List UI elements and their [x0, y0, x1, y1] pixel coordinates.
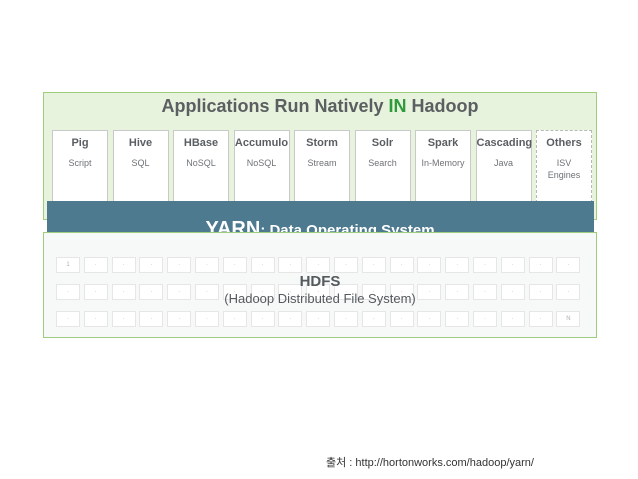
hdfs-node-cell: · [56, 284, 80, 300]
hdfs-node-cell: · [139, 257, 164, 273]
hdfs-node-cell: · [306, 311, 331, 327]
hdfs-node-cell: · [111, 311, 136, 327]
hdfs-node-cell: · [334, 284, 358, 300]
hdfs-node-cell: · [445, 257, 470, 273]
app-card-subtitle: Stream [307, 158, 337, 168]
app-card-subtitle: Search [368, 158, 397, 168]
hdfs-node-cell: · [500, 311, 525, 327]
hdfs-node-cell: · [500, 257, 525, 273]
hdfs-node-cell: · [473, 311, 497, 327]
app-card-name: HBase [183, 137, 219, 149]
app-card-subtitle: Java [493, 158, 513, 168]
hdfs-node-cell: · [306, 284, 331, 300]
hdfs-node-cell: · [111, 284, 136, 300]
applications-title-highlight: IN [388, 96, 407, 116]
app-card-name: Spark [427, 137, 459, 149]
hdfs-subtitle: (Hadoop Distributed File System) [224, 291, 416, 306]
hdfs-node-cell: · [83, 311, 108, 327]
hdfs-node-cell: · [167, 257, 192, 273]
app-card-name: Others [546, 137, 582, 149]
hdfs-node-cell: · [83, 257, 108, 273]
hdfs-node-cell: · [334, 257, 358, 273]
applications-title-start: Applications Run Natively [161, 96, 389, 116]
hdfs-node-cell: · [389, 284, 414, 300]
app-card-name: Hive [128, 137, 153, 149]
app-card-name: Accumulo [234, 137, 289, 149]
hdfs-node-cell: · [500, 284, 525, 300]
hdfs-node-cell: · [417, 257, 442, 273]
hdfs-node-cell: · [222, 257, 247, 273]
app-card-name: Pig [71, 137, 89, 149]
hdfs-node-cell: · [222, 284, 247, 300]
applications-title-end: Hadoop [406, 96, 479, 116]
app-card-name: Storm [306, 137, 338, 149]
hdfs-node-cell: · [278, 284, 303, 300]
hdfs-node-cell: · [278, 257, 303, 273]
hdfs-node-cell: · [56, 311, 80, 327]
hdfs-node-cell: · [389, 311, 414, 327]
hdfs-node-cell: · [250, 311, 275, 327]
hdfs-node-cell: · [473, 284, 497, 300]
hdfs-node-cell: · [306, 257, 331, 273]
hdfs-node-cell: · [334, 311, 358, 327]
app-card-subtitle: ISV Engines [547, 158, 581, 180]
app-card-name: Cascading [476, 137, 533, 149]
hdfs-node-cell: · [139, 284, 164, 300]
hdfs-node-cell: · [195, 311, 219, 327]
hdfs-node-cell: · [139, 311, 164, 327]
hdfs-node-cell: · [222, 311, 247, 327]
hdfs-node-cell: · [195, 284, 219, 300]
hdfs-node-cell: · [167, 311, 192, 327]
hdfs-node-cell: · [167, 284, 192, 300]
hdfs-node-cell: · [528, 311, 553, 327]
hdfs-node-cell: · [361, 284, 386, 300]
hdfs-node-cell: · [445, 284, 470, 300]
app-card-subtitle: In-Memory [421, 158, 465, 168]
hdfs-node-cell: · [528, 257, 553, 273]
app-card-name: Solr [371, 137, 394, 149]
hdfs-node-cell: · [250, 284, 275, 300]
app-card-subtitle: SQL [131, 158, 150, 168]
hdfs-node-cell: · [556, 257, 581, 273]
hdfs-node-cell: · [361, 311, 386, 327]
hdfs-node-cell: · [250, 257, 275, 273]
hdfs-node-cell: · [278, 311, 303, 327]
hdfs-node-cell: · [361, 257, 386, 273]
hdfs-node-cell: · [528, 284, 553, 300]
applications-title: Applications Run Natively IN Hadoop [0, 96, 638, 117]
app-card-subtitle: NoSQL [246, 158, 277, 168]
app-card-subtitle: NoSQL [186, 158, 216, 168]
hdfs-node-cell: · [556, 284, 581, 300]
app-card-subtitle: Script [68, 158, 92, 168]
source-caption: 출처 : http://hortonworks.com/hadoop/yarn/ [326, 457, 534, 469]
hdfs-node-cell: · [445, 311, 470, 327]
hdfs-node-cell: · [473, 257, 497, 273]
hdfs-node-cell: 1 [56, 257, 80, 273]
hdfs-node-cell: N [556, 311, 581, 327]
hdfs-node-cell: · [111, 257, 136, 273]
hdfs-node-cell: · [417, 284, 442, 300]
hdfs-node-cell: · [83, 284, 108, 300]
hdfs-title: HDFS [299, 273, 341, 290]
hdfs-node-cell: · [389, 257, 414, 273]
hdfs-node-cell: · [417, 311, 442, 327]
hdfs-node-cell: · [195, 257, 219, 273]
